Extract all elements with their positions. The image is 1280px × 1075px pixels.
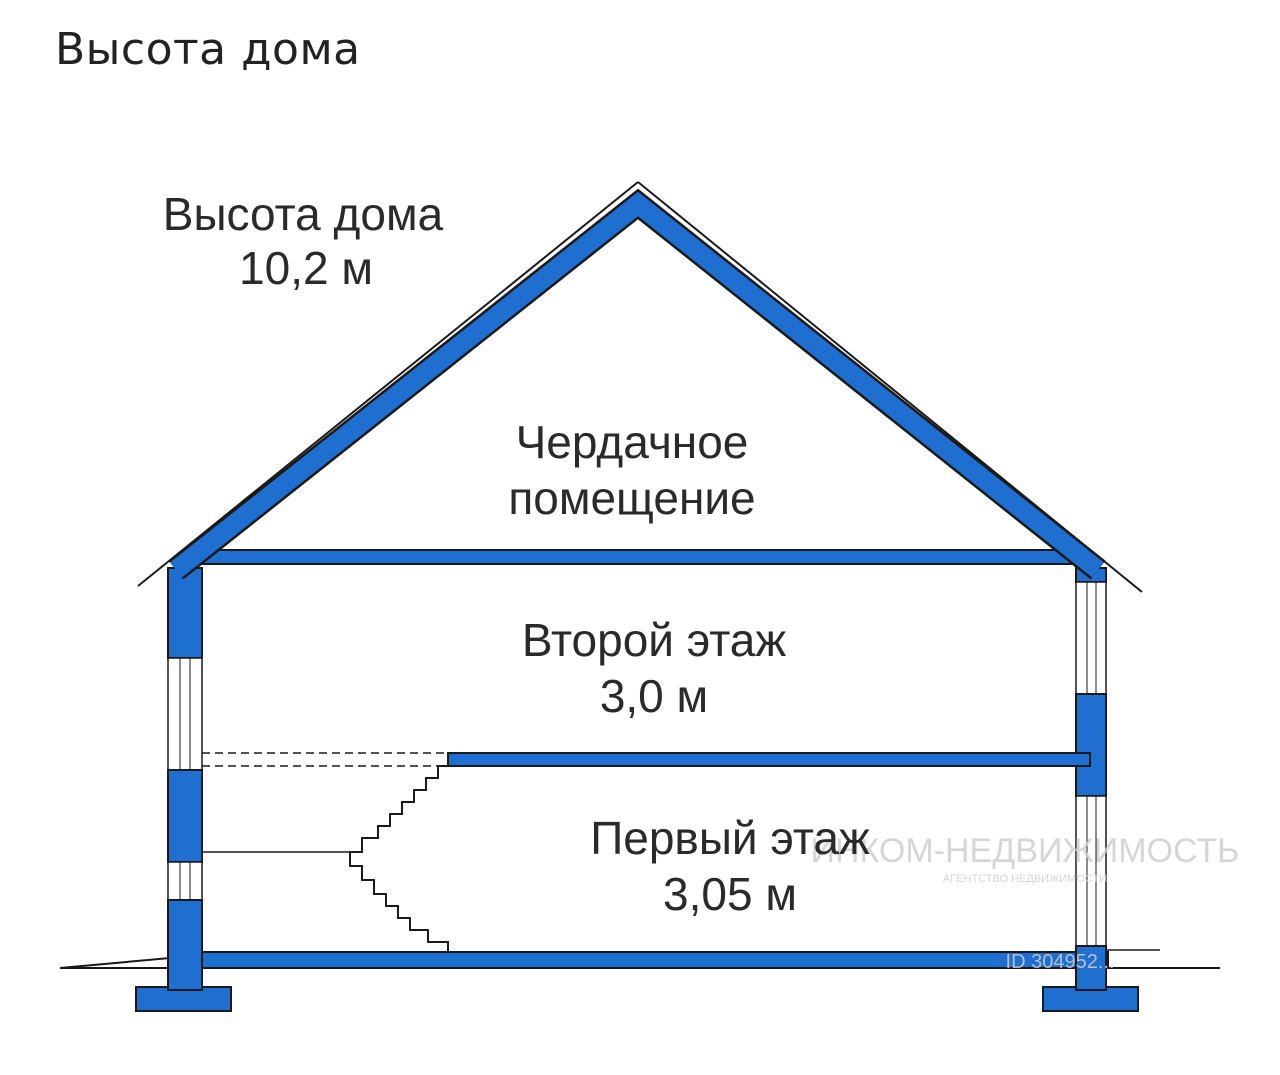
roof <box>137 181 1143 593</box>
watermark-tagline: АГЕНТСТВО НЕДВИЖИМОСТИ <box>943 873 1107 885</box>
ground-floor-slab <box>167 951 1109 969</box>
attic-label-line1: Чердачное <box>516 416 749 468</box>
page-title: Высота дома <box>55 24 361 75</box>
attic-floor-slab <box>197 549 1079 565</box>
footing-right <box>1042 986 1139 1012</box>
watermark-id: ID 304952... <box>1006 951 1115 973</box>
second-floor-slab <box>447 752 1091 767</box>
first-floor-name: Первый этаж <box>590 812 870 864</box>
second-floor-name: Второй этаж <box>522 614 787 666</box>
right-wall <box>1075 567 1107 991</box>
attic-label-line2: помещение <box>508 472 755 524</box>
house-height-title: Высота дома <box>163 188 444 240</box>
ground-slope <box>59 957 171 969</box>
staircase <box>349 765 468 953</box>
watermark-brand: ИНКОМ-НЕДВИЖИМОСТЬ <box>811 832 1240 870</box>
second-floor-height: 3,0 м <box>600 670 708 722</box>
watermark: ИНКОМ-НЕДВИЖИМОСТЬ АГЕНТСТВО НЕДВИЖИМОСТ… <box>811 832 1240 973</box>
left-wall <box>167 567 203 991</box>
house-height-value: 10,2 м <box>239 242 373 294</box>
first-floor-height: 3,05 м <box>663 868 797 920</box>
